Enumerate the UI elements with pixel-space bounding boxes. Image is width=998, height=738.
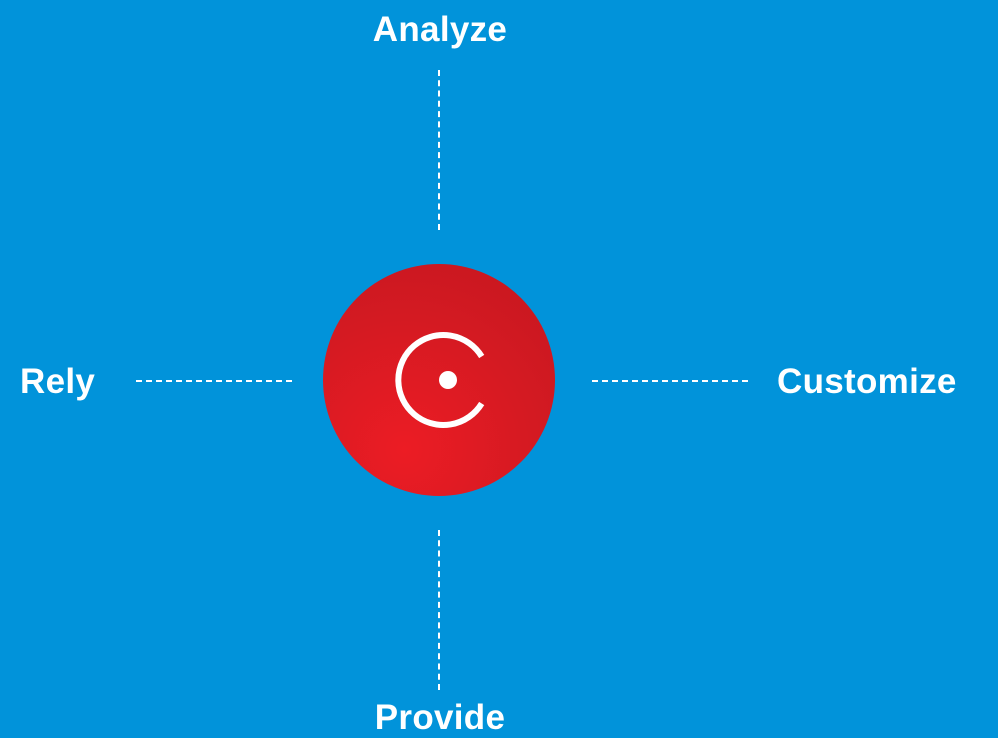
c-circle-logo-icon [395, 332, 485, 428]
label-provide: Provide [374, 698, 506, 737]
label-analyze: Analyze [372, 10, 508, 49]
connector-right [592, 380, 748, 382]
center-hub [323, 264, 555, 496]
connector-left [136, 380, 292, 382]
label-customize: Customize [777, 362, 957, 401]
label-rely: Rely [20, 362, 96, 401]
connector-bottom [438, 530, 440, 690]
connector-top [438, 70, 440, 230]
